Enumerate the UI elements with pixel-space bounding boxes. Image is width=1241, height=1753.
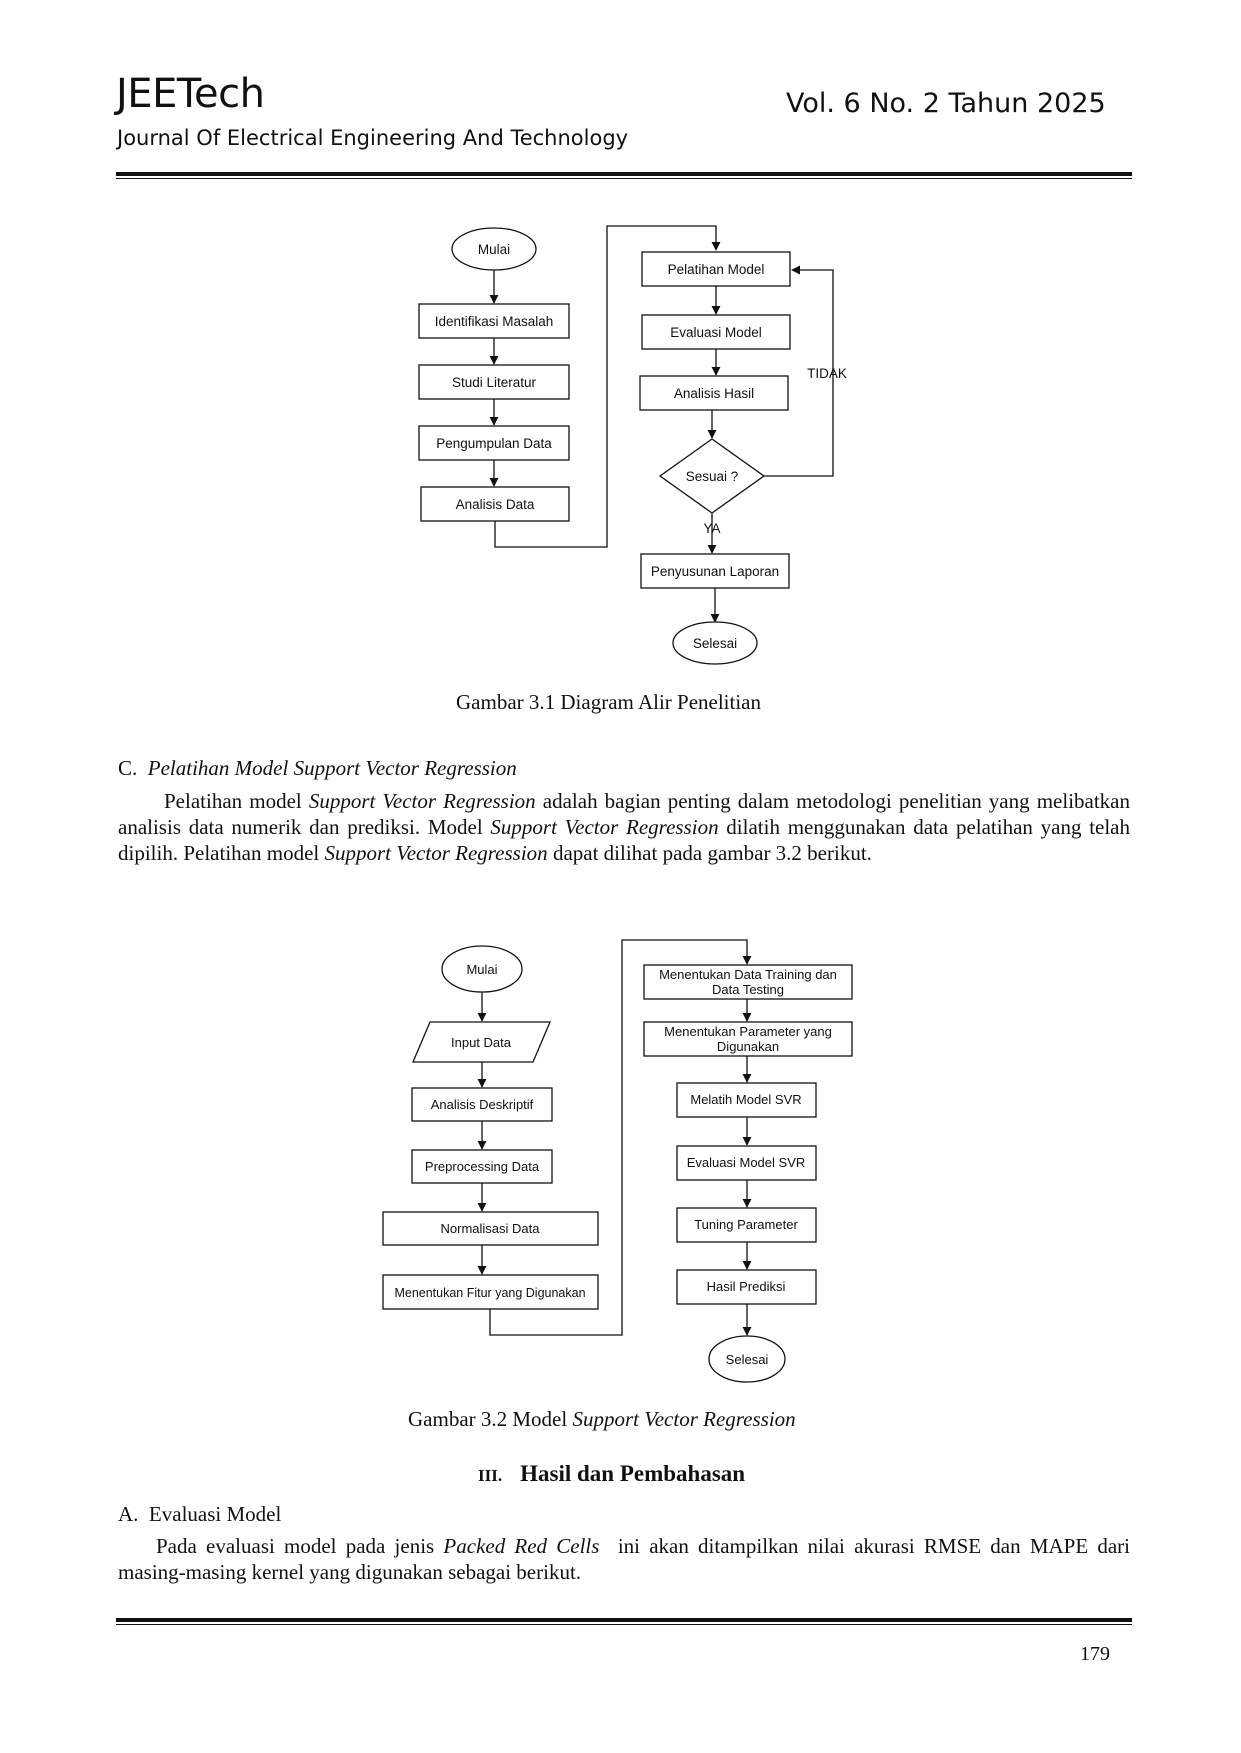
figure2-flowchart: Mulai Input Data Analisis Deskriptif Pre… [382,939,853,1383]
f2-label-input: Input Data [451,1035,512,1050]
f2-label-selesai: Selesai [726,1352,769,1367]
f1-selesai-terminator [672,621,758,665]
f1-label-tidak: TIDAK [807,366,847,381]
f2-normalisasi-box [382,1211,599,1246]
f2-label-hasil: Hasil Prediksi [707,1279,786,1294]
para-c-italic-1: Support Vector Regression [308,789,536,813]
section-c-paragraph: Pelatihan model Support Vector Regressio… [118,788,1130,866]
para-c-italic-2: Support Vector Regression [490,815,719,839]
section-iii-heading: III. Hasil dan Pembahasan [478,1461,745,1487]
f1-label-analisis-hasil: Analisis Hasil [674,386,754,401]
para-a-text-2: ini akan ditampilkan nilai akurasi RMSE … [118,1534,1136,1584]
f2-label-training-2: Data Testing [712,982,784,997]
f2-tuning-box [676,1207,817,1243]
f1-label-pelatihan: Pelatihan Model [668,262,765,277]
f1-label-penyusunan: Penyusunan Laporan [651,564,779,579]
page-number: 179 [1080,1643,1110,1665]
f1-studi-box [418,364,570,400]
f2-label-evaluasi: Evaluasi Model SVR [687,1155,806,1170]
volume-info: Vol. 6 No. 2 Tahun 2025 [786,88,1106,119]
para-c-text-2: adalah bagian penting dalam metodologi p… [118,789,1131,839]
journal-name: JEETech [116,71,265,117]
f2-label-deskriptif: Analisis Deskriptif [431,1097,534,1112]
section-a-letter: A. [118,1502,139,1526]
f1-penyusunan-box [640,553,790,589]
section-a-title: Evaluasi Model [148,1502,282,1526]
f2-selesai-terminator [708,1335,786,1383]
f1-analisis-hasil-box [639,375,789,411]
f2-hasil-box [676,1269,817,1305]
section-c-title: Pelatihan Model Support Vector Regressio… [147,756,517,780]
figure1-caption: Gambar 3.1 Diagram Alir Penelitian [456,690,762,714]
footer-rule-thin [116,1624,1132,1625]
figure2-caption: Gambar 3.2 Model Support Vector Regressi… [408,1407,796,1432]
para-c-italic-3: Support Vector Regression [324,841,548,865]
f2-fitur-box [382,1274,599,1310]
journal-subtitle: Journal Of Electrical Engineering And Te… [117,126,629,150]
f2-deskriptif-box [411,1087,553,1122]
section-iii-title: Hasil dan Pembahasan [520,1461,746,1486]
f1-label-sesuai: Sesuai ? [686,469,739,484]
section-c-heading: C. Pelatihan Model Support Vector Regres… [118,756,517,781]
f1-identifikasi-box [418,303,570,339]
f1-pengumpulan-box [418,425,570,461]
section-iii-number: III. [478,1466,503,1485]
f2-label-training-1: Menentukan Data Training dan [659,967,837,982]
section-c-letter: C. [118,756,138,780]
f2-training-box [643,964,853,1000]
f2-parameter-box [643,1021,853,1057]
footer-rule-thick [116,1618,1132,1622]
figure2-caption-italic: Support Vector Regression [572,1407,796,1431]
f1-label-pengumpulan: Pengumpulan Data [436,436,552,451]
f2-preprocessing-box [411,1149,553,1184]
para-c-text-1: Pelatihan model [164,789,309,813]
header-rule-thick [116,172,1132,176]
f2-label-tuning: Tuning Parameter [694,1217,798,1232]
f1-label-evaluasi: Evaluasi Model [670,325,762,340]
header-rule-thin [116,178,1132,179]
f2-label-melatih: Melatih Model SVR [690,1092,801,1107]
f2-label-preprocessing: Preprocessing Data [425,1159,540,1174]
para-a-italic-1: Packed Red Cells [443,1534,600,1558]
f1-pelatihan-box [641,251,791,287]
f1-label-selesai: Selesai [693,636,737,651]
f1-label-ya: YA [703,521,720,536]
f2-label-mulai: Mulai [466,962,497,977]
f2-evaluasi-box [676,1145,817,1181]
f1-label-identifikasi: Identifikasi Masalah [435,314,554,329]
f2-label-parameter-2: Digunakan [717,1039,779,1054]
section-a-heading: A. Evaluasi Model [118,1502,281,1527]
f1-analisis-data-box [420,486,570,522]
figure1-flowchart: Mulai Identifikasi Masalah Studi Literat… [418,225,847,665]
figure2-caption-prefix: Gambar 3.2 Model [408,1407,573,1431]
f2-label-parameter-1: Menentukan Parameter yang [664,1024,832,1039]
f2-melatih-box [676,1082,817,1118]
f1-label-mulai: Mulai [478,242,510,257]
f2-input-parallelogram [412,1021,551,1063]
para-c-text-3: dilatih menggunakan data pelatihan yang … [118,815,1130,865]
f1-label-studi: Studi Literatur [452,375,537,390]
f1-label-analisis-data: Analisis Data [456,497,535,512]
section-a-paragraph: Pada evaluasi model pada jenis Packed Re… [118,1533,1130,1585]
f1-evaluasi-box [641,314,791,350]
para-c-text-4: dapat dilihat pada gambar 3.2 berikut. [547,841,872,865]
f2-label-fitur: Menentukan Fitur yang Digunakan [394,1286,585,1300]
para-a-text-1: Pada evaluasi model pada jenis [156,1534,444,1558]
f2-label-normalisasi: Normalisasi Data [441,1221,541,1236]
